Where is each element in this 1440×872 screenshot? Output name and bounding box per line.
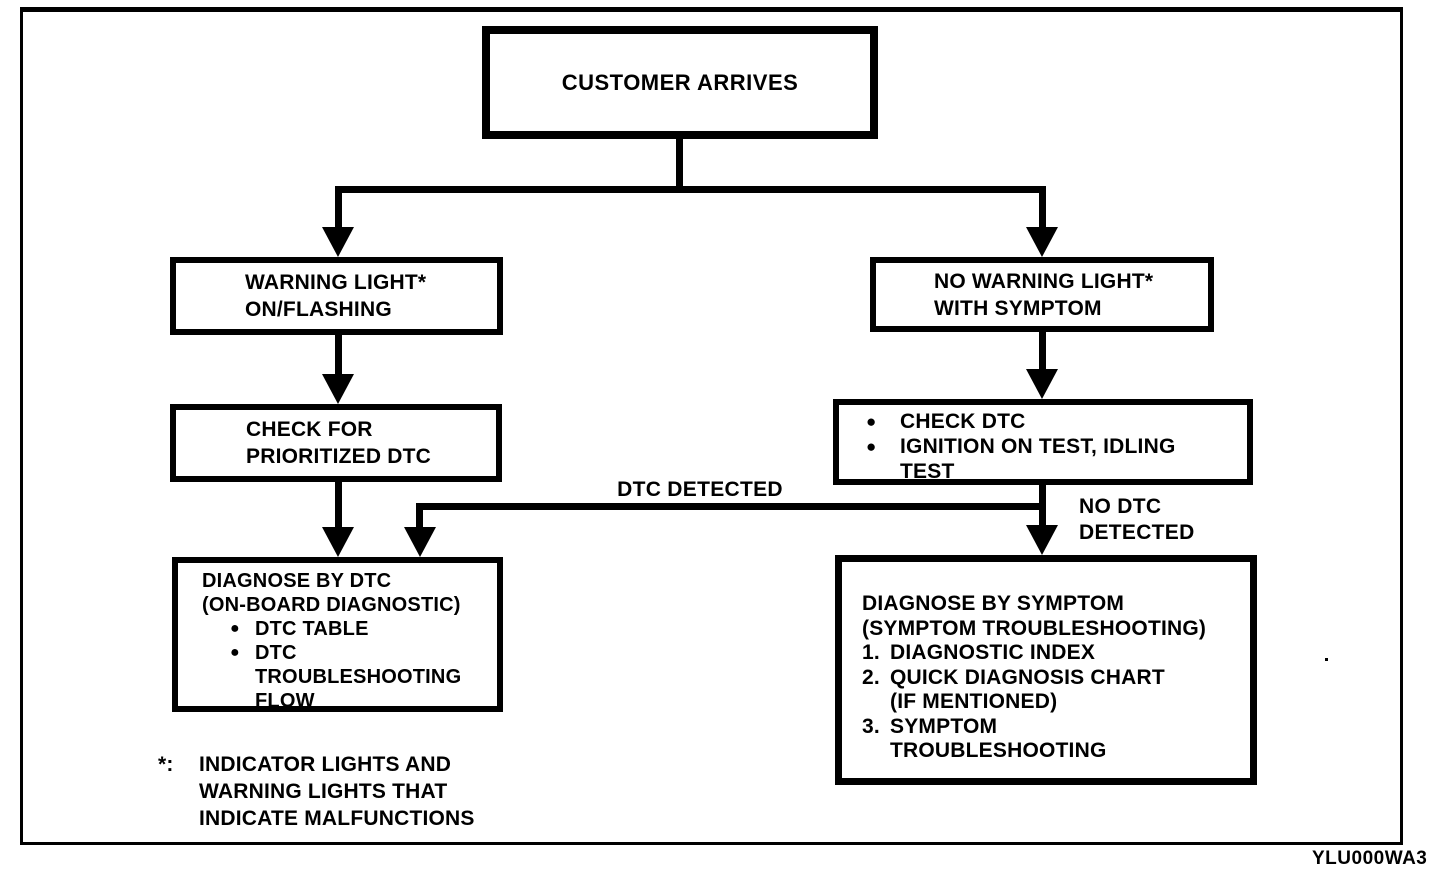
diagnose-dtc-bullet-2-text: DTC bbox=[255, 642, 297, 664]
diagnose-symptom-item-1-number: 1. bbox=[862, 641, 880, 664]
arrowhead-into-no-warning-light bbox=[1026, 227, 1058, 257]
arrowhead-into-diagnose-symptom bbox=[1026, 525, 1058, 555]
arrowhead-into-check-prioritized-dtc bbox=[322, 374, 354, 404]
node-check-prioritized-line2: PRIORITIZED DTC bbox=[246, 445, 431, 468]
node-check-prioritized-line1: CHECK FOR bbox=[246, 418, 373, 441]
node-diagnose-by-symptom: DIAGNOSE BY SYMPTOM (SYMPTOM TROUBLESHOO… bbox=[835, 555, 1257, 785]
node-diagnose-by-dtc: DIAGNOSE BY DTC (ON-BOARD DIAGNOSTIC) ● … bbox=[172, 557, 503, 712]
bullet-icon: ● bbox=[866, 437, 877, 456]
bullet-icon: ● bbox=[230, 644, 240, 661]
check-dtc-bullet-2: ● IGNITION ON TEST, IDLING bbox=[866, 434, 1247, 459]
diagram-frame bbox=[20, 7, 1403, 845]
check-dtc-bullet-1-text: CHECK DTC bbox=[900, 410, 1026, 433]
node-warning-light-line2: ON/FLASHING bbox=[245, 298, 392, 321]
connector-right-drop bbox=[1039, 186, 1046, 231]
footnote: *: INDICATOR LIGHTS AND WARNING LIGHTS T… bbox=[158, 751, 475, 832]
diagnose-dtc-bullet-2-continuation1: TROUBLESHOOTING bbox=[255, 666, 462, 688]
check-dtc-bullet-2-continuation: TEST bbox=[900, 460, 955, 483]
footnote-line1: INDICATOR LIGHTS AND bbox=[199, 753, 452, 776]
arrowhead-into-check-dtc bbox=[1026, 369, 1058, 399]
footnote-text: INDICATOR LIGHTS AND WARNING LIGHTS THAT… bbox=[199, 751, 475, 832]
arrowhead-into-diagnose-dtc-right bbox=[404, 527, 436, 557]
connector-nowarning-to-checkdtc bbox=[1039, 332, 1046, 372]
bullet-icon: ● bbox=[866, 412, 877, 431]
diagnose-dtc-bullet-2: ● DTC bbox=[230, 641, 497, 665]
connector-dtc-detected-drop bbox=[416, 503, 423, 530]
diagnose-symptom-item-2-number: 2. bbox=[862, 665, 880, 689]
check-dtc-bullet-2-text: IGNITION ON TEST, IDLING bbox=[900, 435, 1176, 458]
check-dtc-bullet-1: ● CHECK DTC bbox=[866, 409, 1247, 434]
node-check-dtc: ● CHECK DTC ● IGNITION ON TEST, IDLING T… bbox=[833, 399, 1253, 485]
footnote-line3: INDICATE MALFUNCTIONS bbox=[199, 807, 475, 830]
edge-label-no-dtc-detected: NO DTC DETECTED bbox=[1079, 494, 1195, 546]
edge-label-dtc-detected: DTC DETECTED bbox=[617, 478, 783, 501]
diagnose-symptom-item-3-text: SYMPTOM bbox=[890, 714, 998, 738]
diagnose-symptom-item-3: 3. SYMPTOM bbox=[862, 715, 1250, 740]
node-no-warning-light-line2: WITH SYMPTOM bbox=[934, 296, 1102, 320]
diagnose-symptom-item-1: 1. DIAGNOSTIC INDEX bbox=[862, 641, 1250, 666]
diagnose-symptom-title2: (SYMPTOM TROUBLESHOOTING) bbox=[862, 616, 1207, 640]
node-warning-light-line1: WARNING LIGHT* bbox=[245, 271, 427, 294]
footnote-asterisk-marker: *: bbox=[158, 753, 174, 776]
diagnose-symptom-item-2: 2. QUICK DIAGNOSIS CHART bbox=[862, 666, 1250, 691]
diagnose-symptom-item-3-number: 3. bbox=[862, 714, 880, 738]
bullet-icon: ● bbox=[230, 620, 240, 637]
figure-code: YLU000WA3 bbox=[1312, 848, 1428, 869]
connector-left-drop bbox=[335, 186, 342, 231]
footnote-line2: WARNING LIGHTS THAT bbox=[199, 780, 448, 803]
node-customer-arrives: CUSTOMER ARRIVES bbox=[482, 26, 878, 139]
diagnose-dtc-title1: DIAGNOSE BY DTC bbox=[202, 570, 392, 592]
node-check-prioritized-dtc: CHECK FOR PRIORITIZED DTC bbox=[170, 404, 502, 482]
node-no-warning-light: NO WARNING LIGHT* WITH SYMPTOM bbox=[870, 257, 1214, 332]
connector-warning-to-check bbox=[335, 335, 342, 378]
scan-speck bbox=[1325, 658, 1328, 661]
connector-top-stem bbox=[676, 139, 683, 193]
connector-branch-horizontal bbox=[335, 186, 1046, 193]
diagnose-dtc-title2: (ON-BOARD DIAGNOSTIC) bbox=[202, 594, 461, 616]
node-no-warning-light-line1: NO WARNING LIGHT* bbox=[934, 269, 1154, 293]
diagnose-symptom-item-2-continuation: (IF MENTIONED) bbox=[890, 690, 1058, 713]
arrowhead-into-warning-light bbox=[322, 227, 354, 257]
diagnose-symptom-item-3-continuation: TROUBLESHOOTING bbox=[890, 739, 1107, 762]
connector-check-to-diagnose-dtc bbox=[335, 482, 342, 530]
diagnose-dtc-bullet-1-text: DTC TABLE bbox=[255, 618, 369, 640]
arrowhead-into-diagnose-dtc-left bbox=[322, 527, 354, 557]
diagnose-symptom-item-1-text: DIAGNOSTIC INDEX bbox=[890, 641, 1096, 664]
connector-dtc-detected-horizontal bbox=[416, 503, 1046, 510]
diagnose-dtc-bullet-1: ● DTC TABLE bbox=[230, 617, 497, 641]
node-customer-arrives-label: CUSTOMER ARRIVES bbox=[561, 69, 799, 95]
edge-label-no-dtc-line1: NO DTC bbox=[1079, 495, 1162, 518]
diagnose-dtc-bullet-2-continuation2: FLOW bbox=[255, 690, 315, 712]
diagnose-symptom-title1: DIAGNOSE BY SYMPTOM bbox=[862, 592, 1125, 615]
node-warning-light: WARNING LIGHT* ON/FLASHING bbox=[170, 257, 503, 335]
diagnose-symptom-item-2-text: QUICK DIAGNOSIS CHART bbox=[890, 665, 1165, 689]
edge-label-no-dtc-line2: DETECTED bbox=[1079, 521, 1195, 544]
